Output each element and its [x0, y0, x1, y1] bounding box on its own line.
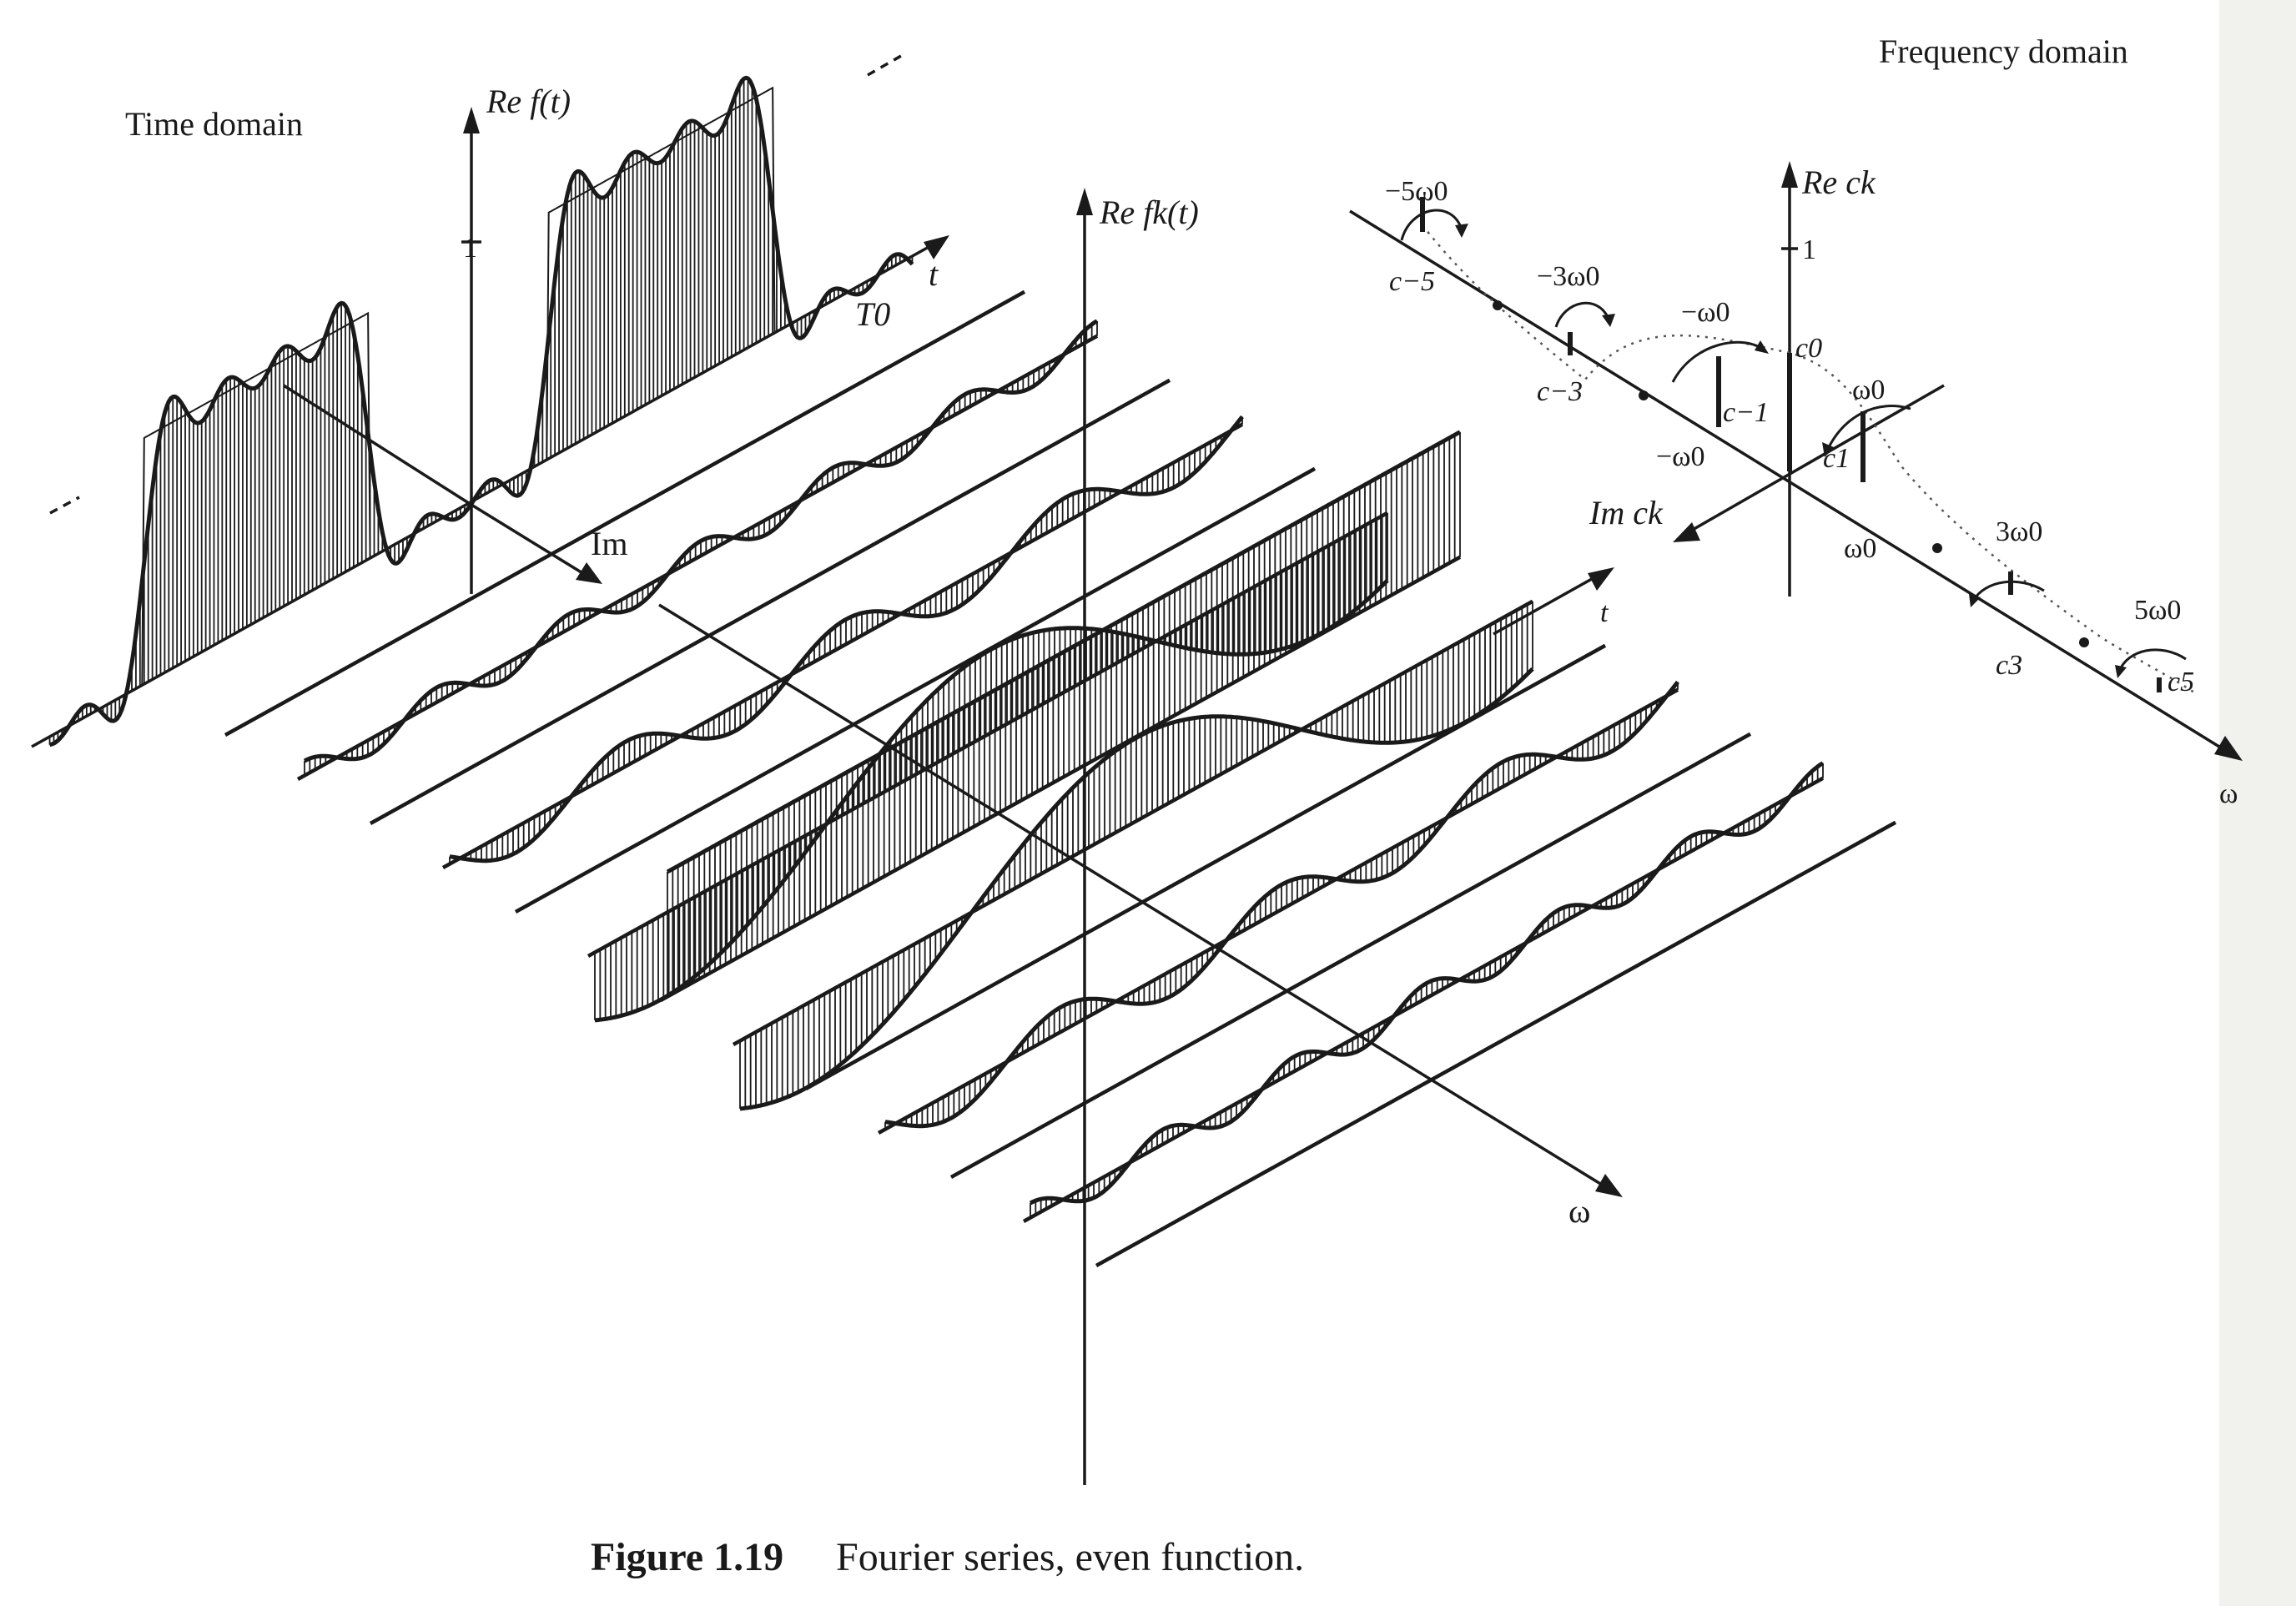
c-minus3-label: c−3	[1537, 376, 1583, 407]
harmonic-curve-k3	[884, 680, 1679, 1129]
freq-one-label: 1	[1802, 234, 1816, 265]
zero-coefficient-dot	[2079, 637, 2089, 647]
freq-omega-axis-arrow	[2214, 736, 2243, 761]
w0-top-label: ω0	[1852, 375, 1885, 405]
t0-label: T0	[855, 295, 890, 333]
time-square-wave-envelope	[49, 86, 913, 738]
im-ck-label: Im ck	[1589, 494, 1664, 531]
harmonic-curve-k5	[1029, 761, 1825, 1206]
middle-omega-axis-arrow	[1595, 1174, 1623, 1197]
harmonic-rail	[296, 334, 1099, 781]
w0-axis-label: ω0	[1844, 533, 1876, 564]
rotation-arrow-minus-1	[1671, 340, 1765, 383]
rotation-arrowhead-plus-3	[1969, 594, 1981, 607]
caption-text: Fourier series, even function.	[836, 1535, 1304, 1579]
harmonic-rail	[514, 466, 1317, 914]
harmonic-rail	[1095, 820, 1897, 1267]
harmonic-curve-k-3	[449, 415, 1244, 863]
page-edge	[2219, 0, 2296, 1606]
time-re-axis-arrow	[463, 107, 480, 133]
minus-3w0-label: −3ω0	[1537, 261, 1600, 292]
rotation-arrow-plus-1	[1825, 405, 1911, 451]
freq-im-axis	[1684, 384, 1945, 536]
harmonic-curve-k-5	[303, 319, 1099, 763]
time-t-axis-arrow	[924, 235, 949, 259]
harmonic-rail	[224, 289, 1026, 737]
time-domain-panel: Time domain Re f(t) Im t 1 T0	[31, 54, 949, 748]
middle-t-axis-arrow	[1588, 567, 1614, 591]
minus-5w0-label: −5ω0	[1385, 176, 1448, 207]
plus-3w0-label: 3ω0	[1996, 516, 2042, 547]
time-im-axis	[471, 503, 585, 576]
c3-label: c3	[1996, 650, 2022, 681]
rotation-arrowhead-minus-5	[1455, 224, 1468, 238]
re-fk-t-label: Re fk(t)	[1099, 194, 1199, 231]
figure-caption: Figure 1.19 Fourier series, even functio…	[591, 1535, 1304, 1579]
frequency-domain-title: Frequency domain	[1879, 33, 2128, 70]
c1-label: c1	[1823, 443, 1850, 474]
c-minus5-label: c−5	[1389, 266, 1435, 297]
time-t-label: t	[929, 255, 939, 293]
minus-w0-top-label: −ω0	[1681, 297, 1730, 328]
freq-envelope-dotted	[1422, 224, 2195, 694]
middle-re-axis-arrow	[1076, 188, 1093, 215]
time-signal-hatching	[48, 78, 914, 745]
freq-im-axis-arrow	[1673, 522, 1700, 542]
re-ck-label: Re ck	[1801, 164, 1876, 201]
zero-coefficient-dot	[1493, 300, 1503, 310]
zero-coefficient-dot	[1932, 543, 1942, 553]
harmonic-curve-k-1	[594, 578, 1389, 1023]
c-minus1-label: c−1	[1723, 397, 1769, 428]
harmonic-rails	[224, 289, 1897, 1267]
freq-omega-label: ω	[2219, 778, 2238, 809]
rotation-arrow-plus-5	[2117, 648, 2187, 672]
middle-omega-label: ω	[1568, 1192, 1590, 1230]
spectral-zero-dots	[1493, 300, 2089, 647]
rotation-arrowhead-plus-5	[2115, 665, 2127, 678]
freq-omega-axis	[1349, 209, 2220, 748]
time-im-axis-arrow	[576, 562, 602, 584]
rotation-arrow-minus-5	[1400, 209, 1463, 241]
frequency-domain-panel: Frequency domain Re ck Im ck 1 ω −5ω0 −3…	[1349, 33, 2243, 809]
plus-5w0-label: 5ω0	[2134, 595, 2181, 626]
spectral-lines	[1420, 197, 2162, 692]
harmonic-curve-k0	[666, 430, 1462, 874]
rotation-arrow-plus-3	[1971, 580, 2045, 602]
minus-w0-axis-label: −ω0	[1656, 441, 1705, 472]
time-t-axis-dash-left	[49, 496, 80, 515]
harmonic-rail	[732, 599, 1534, 1046]
time-domain-title: Time domain	[125, 105, 303, 143]
harmonic-curve-k1	[739, 667, 1534, 1111]
middle-t-axis-extension	[1493, 574, 1599, 636]
harmonics-panel: Re fk(t) t ω	[224, 188, 1897, 1485]
zero-coefficient-dot	[1639, 390, 1649, 400]
re-f-t-label: Re f(t)	[486, 83, 571, 120]
middle-t-label: t	[1600, 597, 1609, 628]
harmonic-rail	[369, 378, 1171, 825]
caption-number: Figure 1.19	[591, 1535, 783, 1579]
time-partial-sum-curve	[48, 75, 914, 748]
rotation-arrowhead-plus-1	[1822, 442, 1834, 457]
rotation-arrowhead-minus-1	[1755, 340, 1769, 354]
c5-label: c5	[2168, 667, 2194, 697]
freq-re-axis-arrow	[1781, 161, 1798, 188]
time-t-axis-dash	[867, 54, 902, 77]
c0-label: c0	[1795, 333, 1822, 364]
harmonic-curves	[303, 319, 1825, 1206]
harmonic-rail	[949, 732, 1752, 1179]
rotation-arrowhead-minus-3	[1602, 314, 1615, 327]
middle-omega-axis	[658, 603, 1603, 1186]
rotation-arrow-minus-3	[1554, 301, 1610, 328]
time-im-axis-back	[283, 384, 472, 506]
time-one-label: 1	[463, 233, 477, 264]
